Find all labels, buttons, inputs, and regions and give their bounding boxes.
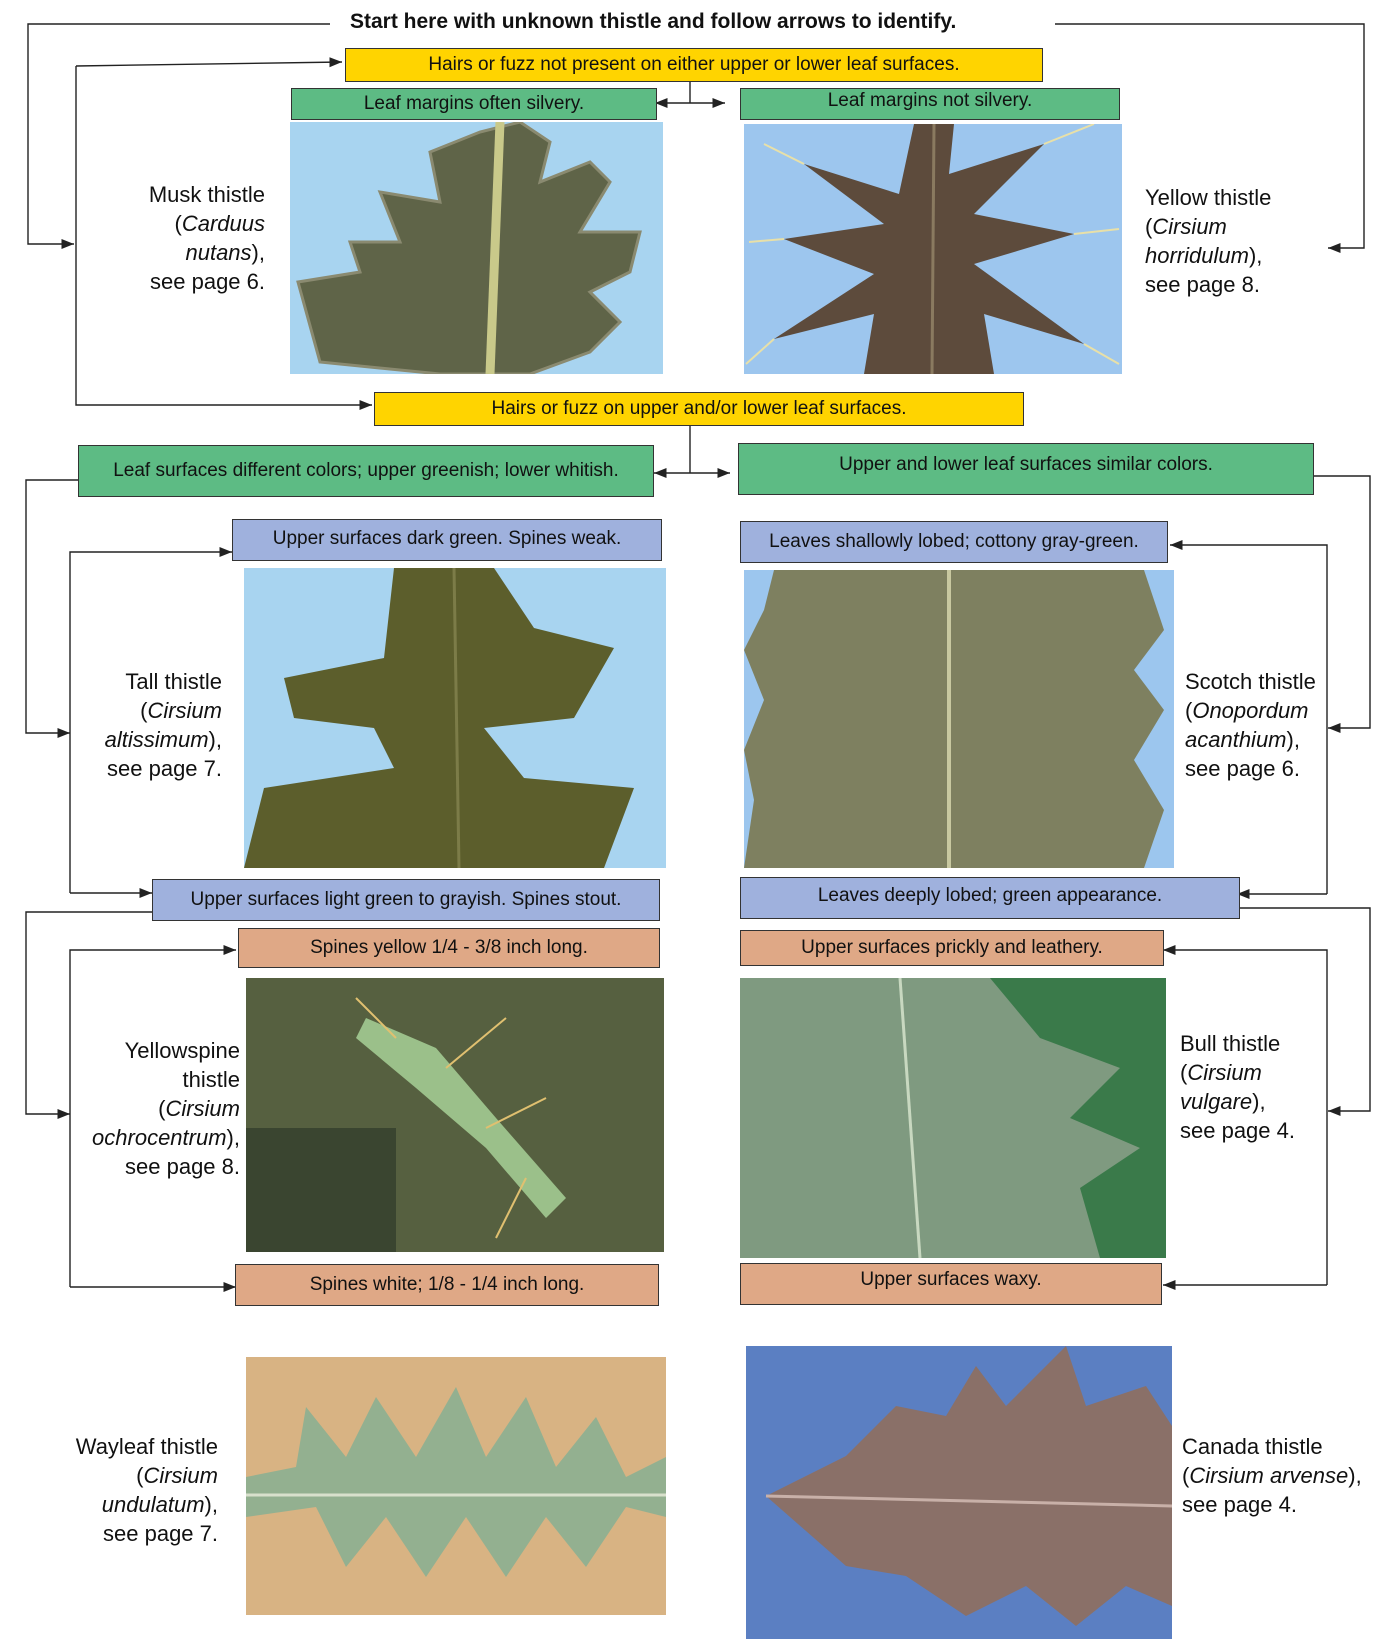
yellowspine-thistle-photo — [246, 978, 664, 1252]
decision-spines-white: Spines white; 1/8 - 1/4 inch long. — [235, 1264, 659, 1306]
decision-dark-green-weak: Upper surfaces dark green. Spines weak. — [232, 519, 662, 561]
bull-thistle-label: Bull thistle (Cirsium vulgare), see page… — [1180, 1029, 1350, 1145]
decision-spines-yellow: Spines yellow 1/4 - 3/8 inch long. — [238, 928, 660, 968]
yellow-thistle-photo — [744, 124, 1122, 374]
canada-thistle-photo — [746, 1346, 1172, 1639]
musk-thistle-photo — [290, 122, 663, 374]
decision-waxy: Upper surfaces waxy. — [740, 1263, 1162, 1305]
decision-shallowly-lobed: Leaves shallowly lobed; cottony gray-gre… — [740, 521, 1168, 563]
decision-light-green-stout: Upper surfaces light green to grayish. S… — [152, 879, 660, 921]
page-title: Start here with unknown thistle and foll… — [340, 10, 966, 34]
decision-deeply-lobed: Leaves deeply lobed; green appearance. — [740, 877, 1240, 919]
decision-margins-silvery: Leaf margins often silvery. — [291, 88, 657, 120]
decision-margins-not-silvery: Leaf margins not silvery. — [740, 88, 1120, 120]
decision-prickly-leathery: Upper surfaces prickly and leathery. — [740, 930, 1164, 966]
scotch-thistle-photo — [744, 570, 1174, 868]
wayleaf-thistle-label: Wayleaf thistle (Cirsium undulatum), see… — [40, 1432, 218, 1548]
decision-no-hairs: Hairs or fuzz not present on either uppe… — [345, 48, 1043, 82]
decision-different-colors: Leaf surfaces different colors; upper gr… — [78, 445, 654, 497]
yellow-thistle-label: Yellow thistle (Cirsium horridulum), see… — [1145, 183, 1325, 299]
wayleaf-thistle-photo — [246, 1357, 666, 1615]
bull-thistle-photo — [740, 978, 1166, 1258]
scotch-thistle-label: Scotch thistle (Onopordum acanthium), se… — [1185, 667, 1355, 783]
canada-thistle-label: Canada thistle (Cirsium arvense), see pa… — [1182, 1432, 1382, 1519]
decision-hairs: Hairs or fuzz on upper and/or lower leaf… — [374, 392, 1024, 426]
tall-thistle-label: Tall thistle (Cirsium altissimum), see p… — [60, 667, 222, 783]
musk-thistle-label: Musk thistle (Carduus nutans), see page … — [110, 180, 265, 296]
decision-similar-colors: Upper and lower leaf surfaces similar co… — [738, 443, 1314, 495]
yellowspine-thistle-label: Yellowspine thistle (Cirsium ochrocentru… — [40, 1036, 240, 1181]
tall-thistle-photo — [244, 568, 666, 868]
